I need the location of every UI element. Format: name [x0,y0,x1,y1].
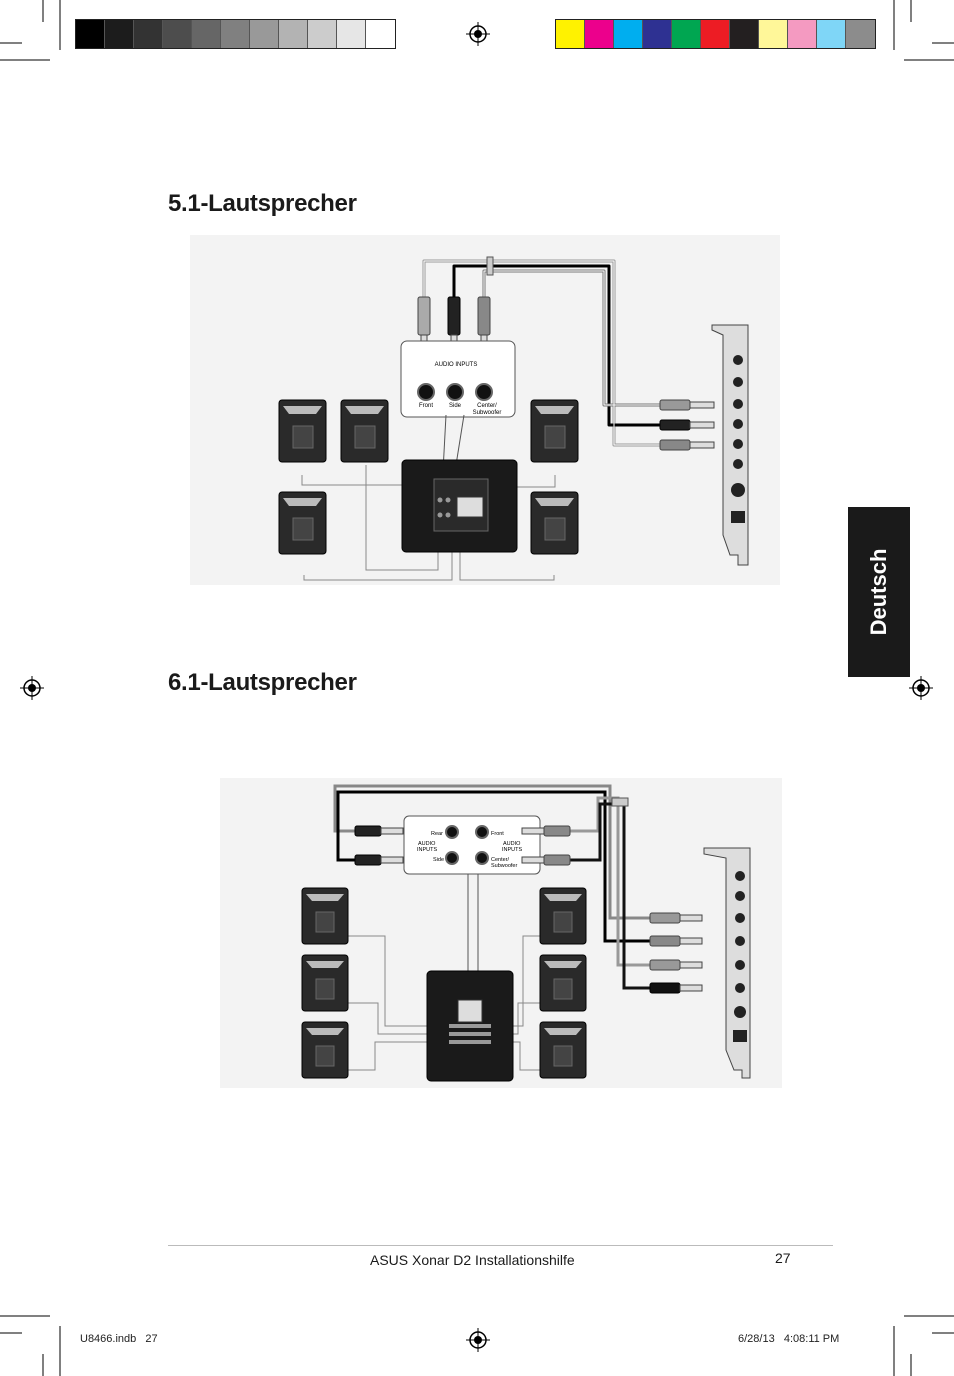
jack-label-subwoofer: Subwoofer [473,410,502,416]
page-number: 27 [775,1250,791,1266]
left-inputs-label: INPUTS [417,847,438,853]
color-swatch-4 [672,20,701,48]
color-swatch-1 [585,20,614,48]
color-swatch-6 [730,20,759,48]
audio-input-panel-6-1 [403,815,541,875]
jack-label-center: Center/ [477,403,497,409]
card-plugs-5-1 [659,399,715,451]
color-swatch-10 [846,20,875,48]
sound-card-bracket-5-1 [711,324,749,566]
audio-inputs-label: AUDIO INPUTS [435,362,478,368]
diagram-6-1-speakers: Rear AUDIO INPUTS Side Front AUDIO INPUT… [220,778,782,1088]
color-swatch-2 [614,20,643,48]
slug-file: U8466.indb 27 [80,1333,158,1345]
speakers-6-1 [301,887,587,1079]
color-swatch-9 [817,20,846,48]
slug-timestamp: 6/28/13 4:08:11 PM [738,1333,840,1345]
footer-rule [168,1245,833,1246]
color-swatch-8 [788,20,817,48]
diagram-5-1-speakers: AUDIO INPUTS Front Side Center/ Subwoofe… [190,235,780,585]
registration-mark-bottom [466,1328,490,1352]
jack-label-side-6-1: Side [433,857,444,863]
gray-swatch-3 [163,20,192,48]
jack-label-center-6-1: Center/ [491,857,510,863]
gray-swatch-1 [105,20,134,48]
gray-swatch-7 [279,20,308,48]
speakers-5-1 [278,399,579,555]
gray-swatch-10 [366,20,395,48]
right-inputs-label: INPUTS [502,847,523,853]
diagram-6-1-cables [333,784,650,990]
panel-to-subwoofer-lines-6-1 [467,874,479,978]
jack-label-subwoofer-6-1: Subwoofer [491,863,517,869]
color-swatch-3 [643,20,672,48]
section-title-5-1: 5.1-Lautsprecher [168,190,357,217]
card-plugs-6-1 [649,912,703,994]
process-color-bar [555,19,876,49]
left-audio-label: AUDIO [418,841,436,847]
gray-swatch-0 [76,20,105,48]
gray-swatch-4 [192,20,221,48]
language-tab-label: Deutsch [866,548,891,636]
panel-plugs-6-1 [354,825,571,866]
registration-mark-left [20,676,44,700]
registration-mark-top [466,22,490,46]
footer-title: ASUS Xonar D2 Installationshilfe [370,1252,575,1268]
section-title-6-1: 6.1-Lautsprecher [168,669,357,696]
color-swatch-5 [701,20,730,48]
registration-mark-right [909,676,933,700]
jack-label-front: Front [419,403,433,409]
cable-tie [611,797,629,807]
subwoofer-6-1 [426,970,514,1082]
grayscale-color-bar [75,19,396,49]
audio-input-jacks [417,383,493,401]
color-swatch-7 [759,20,788,48]
language-tab: Deutsch [848,507,910,677]
sound-card-bracket-6-1 [703,847,751,1079]
gray-swatch-2 [134,20,163,48]
color-swatch-0 [556,20,585,48]
audio-input-jacks-6-1 [445,825,489,865]
diagram-5-1-cables [422,259,660,447]
gray-swatch-9 [337,20,366,48]
subwoofer-5-1 [401,459,518,553]
jack-label-side: Side [449,403,462,409]
jack-label-front-6-1: Front [491,831,504,837]
gray-swatch-5 [221,20,250,48]
right-audio-label: AUDIO [503,841,521,847]
gray-swatch-8 [308,20,337,48]
jack-label-rear: Rear [431,831,443,837]
cable-tie [486,256,494,276]
gray-swatch-6 [250,20,279,48]
